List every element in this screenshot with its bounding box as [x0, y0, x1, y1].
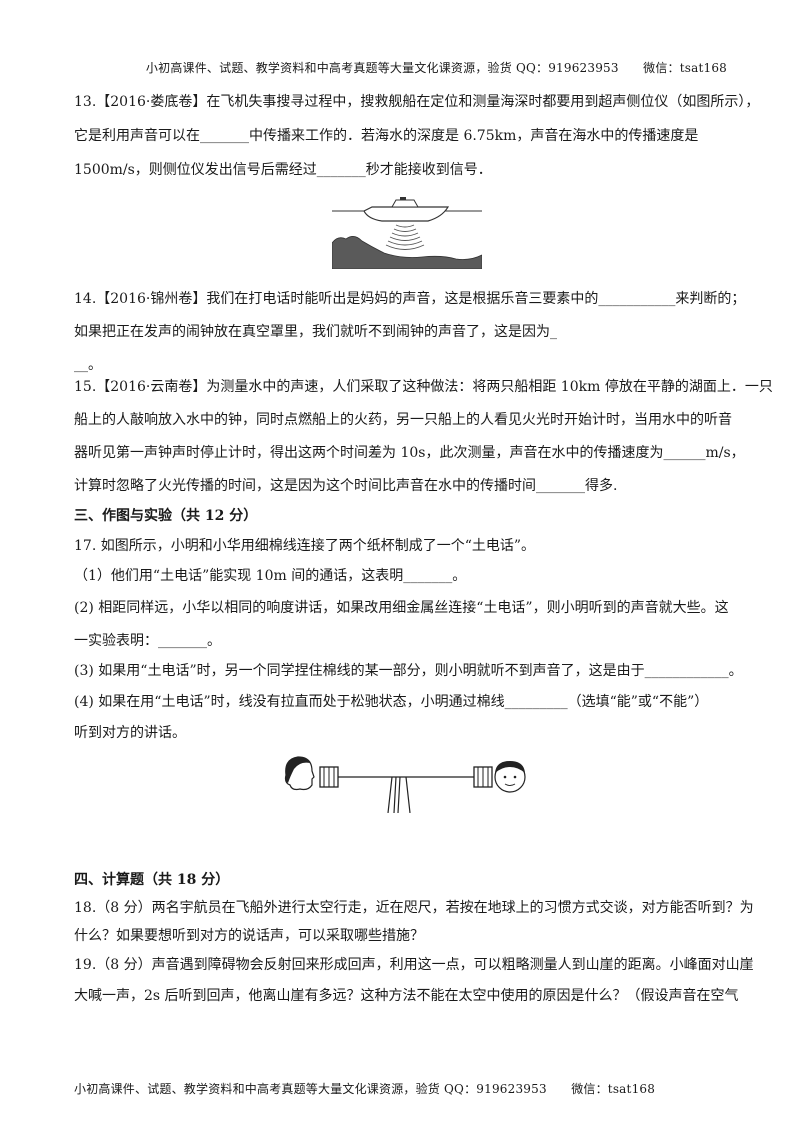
q14-line-1: 14.【2016·锦州卷】我们在打电话时能听出是妈妈的声音，这是根据乐音三要素中… [74, 291, 746, 307]
q19-line-2: 大喊一声，2s 后听到回声，他离山崖有多远？这种方法不能在太空中使用的原因是什么… [74, 988, 739, 1004]
q18-line-2: 什么？如果要想听到对方的说话声，可以采取哪些措施？ [74, 928, 424, 944]
q18-line-1: 18.（8 分）两名宇航员在飞船外进行太空行走，近在咫尺，若按在地球上的习惯方式… [74, 900, 754, 916]
q14-line-3: __。 [74, 357, 102, 373]
q17-line-4: 一实验表明：_______。 [74, 633, 221, 649]
section-4-title: 四、计算题（共 18 分） [74, 872, 230, 888]
page-footer: 小初高课件、试题、教学资料和中高考真题等大量文化课资源，验货 QQ：919623… [74, 1082, 656, 1096]
q15-line-4: 计算时忽略了火光传播的时间，这是因为这个时间比声音在水中的传播时间_______… [74, 478, 618, 494]
q17-line-2: （1）他们用“土电话”能实现 10m 间的通话，这表明_______。 [74, 568, 467, 584]
section-3-title: 三、作图与实验（共 12 分） [74, 508, 258, 524]
q13-line-2: 它是利用声音可以在_______中传播来工作的．若海水的深度是 6.75km，声… [74, 128, 699, 144]
q15-line-2: 船上的人敲响放入水中的钟，同时点燃船上的火药，另一只船上的人看见火光时开始计时，… [74, 412, 732, 428]
string-telephone-figure [284, 756, 526, 813]
q13-line-1: 13.【2016·娄底卷】在飞机失事搜寻过程中，搜救舰船在定位和测量海深时都要用… [74, 94, 760, 110]
q15-line-3: 器听见第一声钟声时停止计时，得出这两个时间差为 10s，此次测量，声音在水中的传… [74, 445, 745, 461]
q17-line-3: (2) 相距同样远，小华以相同的响度讲话，如果改用细金属丝连接“土电话”，则小明… [74, 600, 729, 616]
page-header: 小初高课件、试题、教学资料和中高考真题等大量文化课资源，验货 QQ：919623… [145, 61, 727, 75]
q17-line-1: 17. 如图所示，小明和小华用细棉线连接了两个纸杯制成了一个“土电话”。 [74, 538, 536, 554]
q17-line-7: 听到对方的讲话。 [74, 725, 186, 741]
q14-line-2: 如果把正在发声的闹钟放在真空罩里，我们就听不到闹钟的声音了，这是因为_ [74, 324, 557, 340]
q17-line-6: (4) 如果在用“土电话”时，线没有拉直而处于松驰状态，小明通过棉线______… [74, 694, 709, 710]
sonar-ship-figure [332, 197, 482, 269]
q19-line-1: 19.（8 分）声音遇到障碍物会反射回来形成回声，利用这一点，可以粗略测量人到山… [74, 957, 754, 973]
q17-line-5: (3) 如果用“土电话”时，另一个同学捏住棉线的某一部分，则小明就听不到声音了，… [74, 663, 743, 679]
q13-line-3: 1500m/s，则侧位仪发出信号后需经过_______秒才能接收到信号． [74, 162, 492, 178]
q15-line-1: 15.【2016·云南卷】为测量水中的声速，人们采取了这种做法：将两只船相距 1… [74, 379, 773, 395]
